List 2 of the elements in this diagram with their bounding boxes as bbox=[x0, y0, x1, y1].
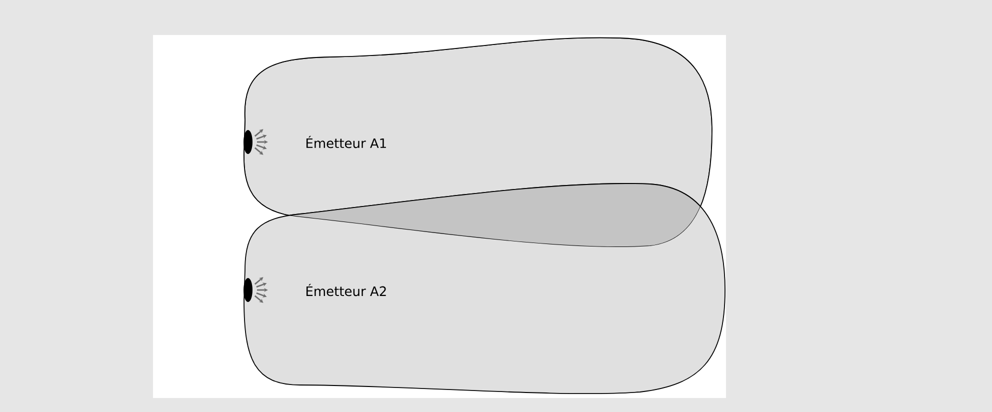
emitter-label: Émetteur A2 bbox=[306, 284, 386, 296]
emitter-label: Émetteur A1 bbox=[306, 136, 386, 148]
